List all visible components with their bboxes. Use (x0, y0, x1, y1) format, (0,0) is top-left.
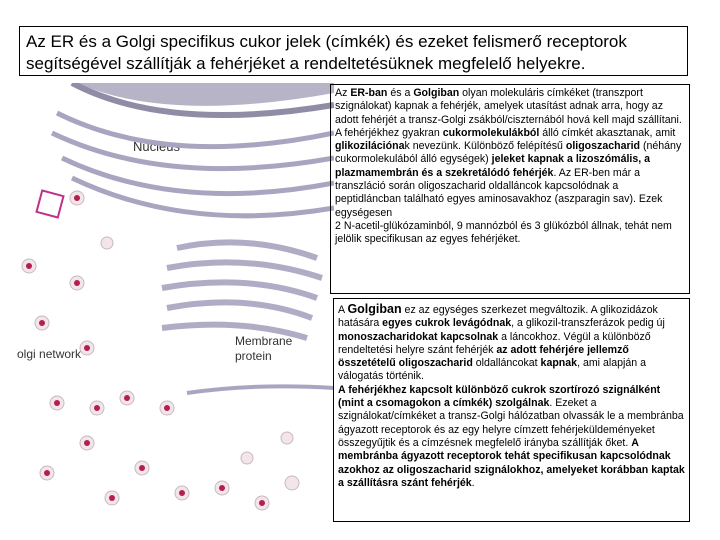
text-bold: oligoszacharid (565, 140, 641, 153)
golgi-stack (161, 239, 323, 341)
text: olyan molekuláris címkéket (transzport s… (335, 87, 682, 126)
title-line-1: Az ER és a Golgi specifikus cukor jelek … (26, 32, 627, 51)
text-bold: cukormolekulákból (442, 126, 540, 139)
text: Az (335, 87, 351, 99)
er-membranes (50, 110, 334, 219)
text: 2 N-acetil-glükózaminból, 9 mannózból és… (335, 219, 672, 246)
text: álló címkét akasztanak, amit (539, 126, 676, 139)
title-box: Az ER és a Golgi specifikus cukor jelek … (19, 26, 688, 76)
text: a láncokhoz. Végül a különböző rendeltet… (338, 330, 651, 356)
text: oldalláncokat (472, 357, 541, 370)
plasma-membrane (186, 384, 334, 395)
text-box-er-golgi: Az ER-ban és a Golgiban olyan molekulári… (330, 84, 690, 294)
membrane-label-1: Membrane (235, 334, 293, 348)
text: . (471, 476, 475, 489)
text: . Ezeket a szignálokat/címkéket a transz… (338, 397, 684, 449)
text-bold: A membránba ágyazott receptorok tehát sp… (338, 436, 685, 489)
text-bold: Golgiban (347, 302, 402, 316)
text: A (338, 304, 348, 316)
text: és a (387, 87, 414, 99)
text-bold: monoszacharidokat kapcsolnak (338, 330, 499, 343)
vesicles (21, 190, 300, 511)
text-bold: jeleket kapnak a lizoszómális, a plazmam… (335, 153, 651, 179)
text-bold: ER-ban (350, 87, 388, 99)
text-bold: A fehérjékhez kapcsolt különböző cukrok … (338, 383, 661, 410)
nucleus-envelope (70, 83, 334, 119)
membrane-label-2: protein (235, 349, 272, 363)
text-bold: glikozilációna (335, 140, 405, 153)
text: (néhány cukormolekulából álló egységek) (335, 140, 682, 166)
text: A fehérjékhez gyakran (335, 126, 443, 139)
text-bold: Golgiban (413, 87, 460, 99)
text-bold: az adott fehérjére jellemző összetételű … (338, 343, 629, 370)
text-bold: kapnak (540, 357, 578, 370)
nucleus-shape (77, 83, 334, 106)
er-golgi-illustration: Nucleus olgi network Membrane protein (17, 83, 334, 511)
text-bold: egyes cukrok levágódnak (382, 317, 512, 330)
golgi-label: olgi network (17, 347, 82, 361)
text: . Az ER-ben már a transzláció során olig… (335, 166, 663, 219)
text: , ami alapján a válogatás történik. (338, 357, 646, 383)
text: k nevezünk. Különböző felépítésű (404, 140, 566, 153)
highlight-box (35, 189, 65, 219)
text: ez az egységes szerkezet megváltozik. A … (338, 304, 658, 330)
text: , a glikozil-transzferázok pedig új (511, 317, 665, 330)
cargo-dots (26, 195, 265, 506)
title-line-2: segítségével szállítják a fehérjéket a r… (26, 54, 586, 73)
text-box-golgi: A Golgiban ez az egységes szerkezet megv… (333, 298, 690, 522)
